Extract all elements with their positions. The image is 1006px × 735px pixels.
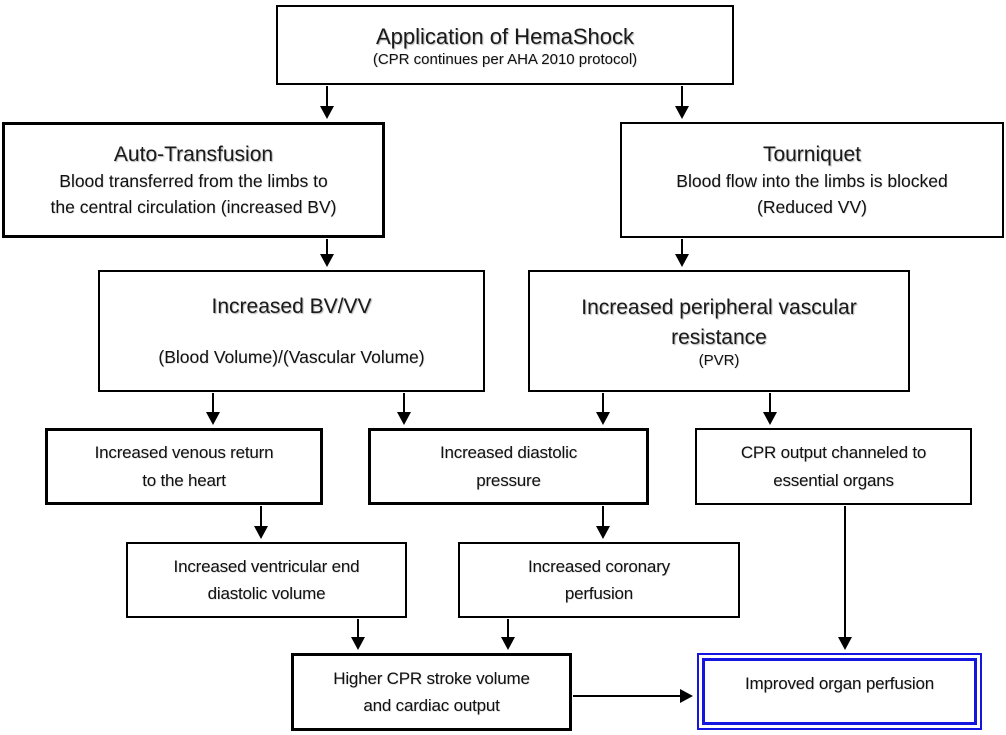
box-higher-cpr-stroke-volume: Higher CPR stroke volume and cardiac out… xyxy=(291,653,572,731)
auto-transfusion-title: Auto-Transfusion xyxy=(113,142,274,166)
hemashock-title: Application of HemaShock xyxy=(375,23,635,49)
box-increased-coronary-perfusion: Increased coronary perfusion xyxy=(458,542,740,618)
increased-bv-vv-title: Increased BV/VV xyxy=(211,294,372,318)
box-increased-pvr: Increased peripheral vascular resistance… xyxy=(528,270,910,392)
increased-pvr-subtitle: (PVR) xyxy=(698,351,740,369)
box-tourniquet: Tourniquet Blood flow into the limbs is … xyxy=(620,122,1004,238)
increased-bv-vv-body: (Blood Volume)/(Vascular Volume) xyxy=(158,347,425,367)
organ-perfusion-text: Improved organ perfusion xyxy=(745,674,934,693)
improved-organ-perfusion-inner-border: Improved organ perfusion xyxy=(702,658,977,725)
hemashock-subtitle: (CPR continues per AHA 2010 protocol) xyxy=(372,51,638,69)
coronary-perfusion-text: Increased coronary perfusion xyxy=(528,556,670,603)
stroke-volume-text: Higher CPR stroke volume and cardiac out… xyxy=(333,668,530,715)
venous-return-text: Increased venous return to the heart xyxy=(94,443,274,490)
diastolic-pressure-text: Increased diastolic pressure xyxy=(440,443,577,490)
box-increased-bv-vv: Increased BV/VV (Blood Volume)/(Vascular… xyxy=(98,270,485,392)
box-auto-transfusion: Auto-Transfusion Blood transferred from … xyxy=(2,122,385,238)
box-increased-ventricular-end-diastolic-volume: Increased ventricular end diastolic volu… xyxy=(126,542,407,618)
box-application-of-hemashock: Application of HemaShock (CPR continues … xyxy=(276,5,734,85)
box-increased-venous-return: Increased venous return to the heart xyxy=(45,428,323,505)
tourniquet-title: Tourniquet xyxy=(762,142,862,166)
cpr-output-text: CPR output channeled to essential organs xyxy=(740,443,927,490)
ventricular-volume-text: Increased ventricular end diastolic volu… xyxy=(173,556,360,603)
box-increased-diastolic-pressure: Increased diastolic pressure xyxy=(368,428,649,505)
box-cpr-output-channeled: CPR output channeled to essential organs xyxy=(695,428,972,505)
auto-transfusion-body: Blood transferred from the limbs to the … xyxy=(50,171,337,217)
increased-pvr-title: Increased peripheral vascular resistance xyxy=(581,296,857,349)
tourniquet-body: Blood flow into the limbs is blocked (Re… xyxy=(676,171,948,217)
box-improved-organ-perfusion: Improved organ perfusion xyxy=(697,653,982,730)
